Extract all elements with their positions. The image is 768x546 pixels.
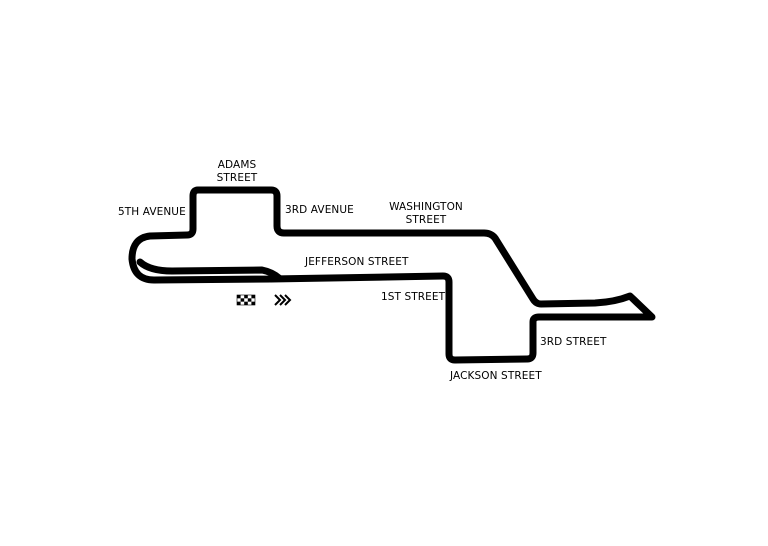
label-adams-line2: STREET — [216, 172, 258, 184]
track-outline — [128, 186, 656, 364]
label-washington-street: WASHINGTON STREET — [388, 201, 464, 227]
direction-chevrons-icon — [274, 294, 292, 306]
label-jefferson-street: JEFFERSON STREET — [305, 256, 409, 268]
label-3rd-avenue: 3RD AVENUE — [285, 204, 354, 216]
label-washington-line1: WASHINGTON — [389, 201, 463, 213]
label-1st-street: 1ST STREET — [381, 291, 446, 303]
label-washington-line2: STREET — [405, 214, 447, 226]
label-3rd-street: 3RD STREET — [540, 336, 607, 348]
track-inner-sweep — [136, 258, 283, 282]
checkered-flag-icon — [236, 294, 256, 306]
label-jackson-street: JACKSON STREET — [450, 370, 542, 382]
label-5th-avenue: 5TH AVENUE — [118, 206, 186, 218]
label-adams-street: ADAMS STREET — [214, 159, 260, 185]
label-adams-line1: ADAMS — [217, 159, 257, 171]
